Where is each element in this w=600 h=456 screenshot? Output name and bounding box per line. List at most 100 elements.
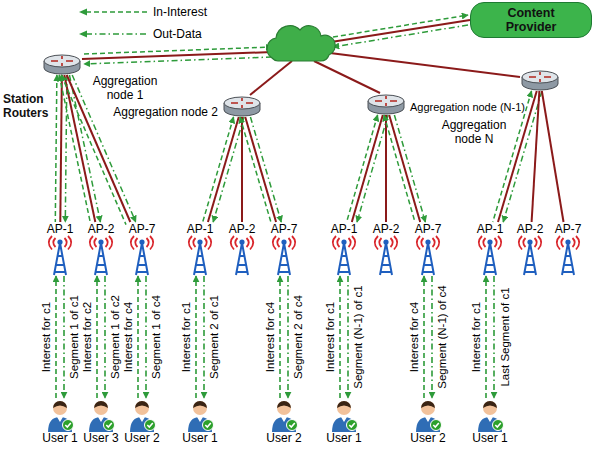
access-point: AP-1 (474, 222, 506, 276)
shape-path (277, 401, 291, 408)
shape-path (484, 243, 496, 275)
edge-label: Segment 2 of c4 (292, 295, 304, 379)
link-connector (432, 276, 433, 398)
link-connector (340, 276, 341, 398)
shape-circle (135, 401, 149, 415)
shape-path (95, 243, 107, 275)
ap-label: AP-1 (44, 222, 76, 236)
ap-label: AP-7 (126, 222, 158, 236)
shape-path (139, 417, 145, 422)
shape-path (417, 236, 440, 250)
link-line (389, 115, 420, 222)
router-icon (366, 93, 406, 115)
edge-label: Interest for c4 (122, 302, 134, 372)
access-point: AP-7 (126, 222, 158, 276)
link-connector (347, 115, 388, 222)
link-connector (424, 276, 425, 398)
shape-circle (145, 420, 156, 431)
ap-label: AP-2 (226, 222, 258, 236)
user-icon (128, 398, 156, 432)
user-icon (330, 398, 358, 432)
link-line (60, 75, 62, 222)
shape-path (131, 236, 154, 250)
legend-arrow (79, 31, 87, 38)
aggregation-router: Aggregation node 2 (222, 95, 262, 117)
backbone-link (330, 53, 520, 77)
user-icon (476, 398, 504, 432)
user-label: User 1 (180, 432, 220, 445)
edge-label: Last Segment of c1 (498, 287, 510, 386)
legend-holder: In-Interest (153, 5, 207, 19)
shape-path (375, 236, 398, 250)
router-icon (42, 53, 82, 75)
link-connector (203, 117, 244, 222)
shape-circle (341, 239, 346, 244)
backbone-link (314, 61, 380, 93)
link-connector (55, 75, 67, 222)
provider-link (331, 20, 470, 42)
data-arrow (104, 276, 106, 398)
link-connector (494, 276, 495, 398)
shape-path (194, 243, 206, 275)
shape-path (483, 401, 497, 408)
ap-label: AP-2 (370, 222, 402, 236)
ap-icon (126, 236, 158, 276)
interest-arrow (423, 276, 425, 398)
edge-label-holder: Interest for c1 (324, 302, 336, 372)
router-label: Aggregation node 1 (90, 74, 160, 102)
edge-label: Interest for c1 (470, 302, 482, 372)
access-point: AP-2 (85, 222, 117, 276)
user-icon (87, 398, 115, 432)
interest-arrow (55, 276, 57, 398)
link-connector (542, 91, 564, 222)
shape-path (106, 423, 112, 427)
shape-circle (104, 420, 115, 431)
data-arrow (394, 115, 425, 222)
user-label: User 3 (81, 432, 121, 445)
user-node: User 1 (324, 398, 364, 445)
link-connector (56, 276, 57, 398)
shape-circle (347, 420, 358, 431)
access-point: AP-7 (268, 222, 300, 276)
shape-path (236, 243, 248, 275)
provider-label: Content Provider (499, 6, 563, 34)
ap-icon (514, 236, 546, 276)
data-arrow (145, 276, 147, 398)
ap-label: AP-7 (412, 222, 444, 236)
edge-label: Interest for c2 (81, 302, 93, 372)
router-label: Aggregation node N (440, 118, 508, 146)
shape-path (380, 243, 392, 275)
ap-icon (474, 236, 506, 276)
legend-sample (78, 7, 150, 17)
interest-arrow (137, 276, 139, 398)
ap-icon (412, 236, 444, 276)
shape-circle (337, 401, 351, 415)
shape-ellipse (522, 71, 558, 83)
edge-label-holder: Interest for c4 (122, 302, 134, 372)
shape-path (281, 417, 287, 422)
edge-label: Interest for c4 (408, 302, 420, 372)
shape-path (557, 236, 580, 250)
user-icon (414, 398, 442, 432)
edge-label: Interest for c1 (40, 302, 52, 372)
ap-label: AP-1 (474, 222, 506, 236)
aggregation-router: Aggregation node N (520, 69, 560, 91)
link-line (208, 117, 239, 222)
shape-path (54, 243, 66, 275)
shape-path (51, 56, 73, 66)
legend-label: Out-Data (153, 27, 202, 41)
access-point: AP-7 (412, 222, 444, 276)
ap-label: AP-2 (514, 222, 546, 236)
user-label: User 1 (324, 432, 364, 445)
link-line (241, 117, 243, 222)
user-node: User 3 (81, 398, 121, 445)
shape-path (135, 401, 149, 408)
shape-ellipse (44, 55, 80, 67)
interest-arrow (84, 47, 272, 54)
user-node: User 1 (470, 398, 510, 445)
ap-label: AP-1 (328, 222, 360, 236)
access-point: AP-7 (552, 222, 584, 276)
shape-circle (98, 239, 103, 244)
shape-circle (281, 239, 286, 244)
access-point: AP-2 (514, 222, 546, 276)
